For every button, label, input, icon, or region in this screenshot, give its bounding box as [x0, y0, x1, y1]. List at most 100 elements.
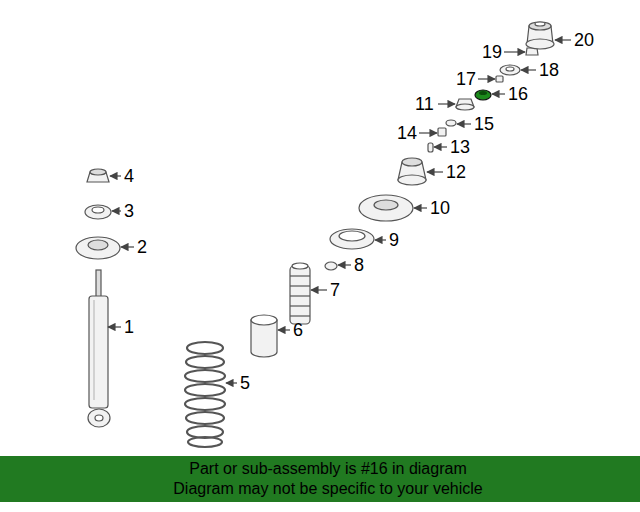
shock-absorber: [95, 415, 103, 421]
callout-number: 3: [124, 200, 134, 222]
dust-boot: [290, 295, 310, 296]
upper-plate: [359, 195, 413, 221]
callout-number: 10: [430, 197, 450, 219]
shock-absorber: [88, 270, 110, 427]
callout-number: 1: [124, 316, 134, 338]
bushing: [428, 143, 433, 152]
callout-number: 18: [539, 59, 559, 81]
ring: [85, 205, 111, 219]
nut: [438, 128, 446, 136]
leader-lines: [555, 39, 571, 40]
mount-plate: [76, 237, 120, 259]
cup: [456, 99, 474, 110]
callout-number: 19: [482, 41, 502, 63]
cap: [87, 169, 109, 182]
upper-plate: [359, 195, 413, 221]
leader-lines: [311, 289, 327, 290]
nut: [325, 262, 337, 270]
leader-lines: [419, 132, 437, 133]
top-cap: [535, 22, 545, 26]
washer: [500, 65, 520, 75]
dust-boot: [290, 305, 310, 306]
nut: [325, 262, 337, 270]
leader-lines: [110, 175, 121, 176]
bump-stop: [251, 315, 277, 325]
leader-lines: [338, 264, 351, 265]
coil-spring: [185, 342, 225, 447]
highlighted-part: [475, 90, 491, 100]
washer: [446, 120, 456, 126]
dust-boot: [290, 285, 310, 286]
top-cap: [526, 22, 554, 49]
bushing: [428, 143, 433, 152]
dust-boot: [292, 263, 308, 269]
nut: [496, 76, 503, 82]
top-cap: [529, 22, 551, 30]
leader-lines: [414, 207, 427, 208]
nut: [496, 76, 503, 82]
callout-number: 17: [456, 68, 476, 90]
leader-lines: [375, 239, 386, 240]
info-banner: Part or sub-assembly is #16 in diagramDi…: [0, 456, 640, 502]
cap: [90, 169, 106, 175]
leader-lines: [108, 326, 121, 327]
highlighted-part: [475, 90, 491, 100]
parts-illustration: [76, 22, 554, 447]
callout-number: 7: [330, 279, 340, 301]
banner-text: Diagram may not be specific to your vehi…: [0, 479, 640, 499]
bump-stop: [251, 315, 277, 357]
leader-lines: [427, 171, 443, 172]
callout-number: 9: [389, 229, 399, 251]
callout-number: 8: [354, 254, 364, 276]
spring-seat: [330, 229, 374, 249]
shock-absorber: [96, 270, 101, 298]
highlighted-part: [479, 91, 487, 95]
callout-number: 13: [450, 136, 470, 158]
washer: [446, 120, 456, 126]
coil-spring: [185, 398, 225, 410]
strut-mount: [398, 158, 426, 185]
leader-lines: [457, 123, 471, 124]
washer: [506, 67, 514, 71]
spring-seat: [330, 229, 374, 249]
callout-number: 12: [446, 161, 466, 183]
washer: [500, 65, 520, 75]
callout-number: 11: [415, 93, 434, 115]
callout-number: 2: [137, 236, 147, 258]
mount-plate: [76, 237, 120, 259]
callout-number: 6: [293, 319, 303, 341]
leader-lines: [112, 210, 121, 211]
leader-lines: [434, 146, 447, 147]
ring: [85, 205, 111, 219]
upper-plate: [374, 200, 398, 210]
strut-mount: [402, 158, 422, 166]
leader-lines: [521, 69, 536, 70]
callout-number: 4: [124, 165, 134, 187]
strut-mount: [398, 175, 426, 185]
dust-boot: [290, 275, 310, 276]
ring: [92, 207, 104, 213]
shock-absorber: [89, 296, 108, 408]
leader-lines: [226, 382, 237, 383]
shock-absorber: [88, 409, 110, 427]
dust-boot: [290, 315, 310, 316]
dust-boot: [290, 266, 310, 324]
leader-lines: [108, 40, 571, 383]
leader-lines: [492, 93, 505, 94]
coil-spring: [185, 370, 225, 382]
leader-lines: [504, 51, 525, 52]
coil-spring: [186, 356, 224, 368]
leader-lines: [121, 246, 134, 247]
leader-lines: [478, 78, 495, 79]
shock-absorber: [93, 300, 94, 400]
coil-spring: [185, 384, 225, 396]
callout-number: 14: [397, 122, 417, 144]
coil-spring: [186, 412, 224, 424]
coil-spring: [188, 437, 222, 447]
banner-text: Part or sub-assembly is #16 in diagram: [0, 459, 640, 479]
top-cap: [526, 39, 554, 49]
callout-number: 5: [240, 372, 250, 394]
mount-plate: [88, 240, 108, 250]
leader-lines: [438, 103, 455, 104]
